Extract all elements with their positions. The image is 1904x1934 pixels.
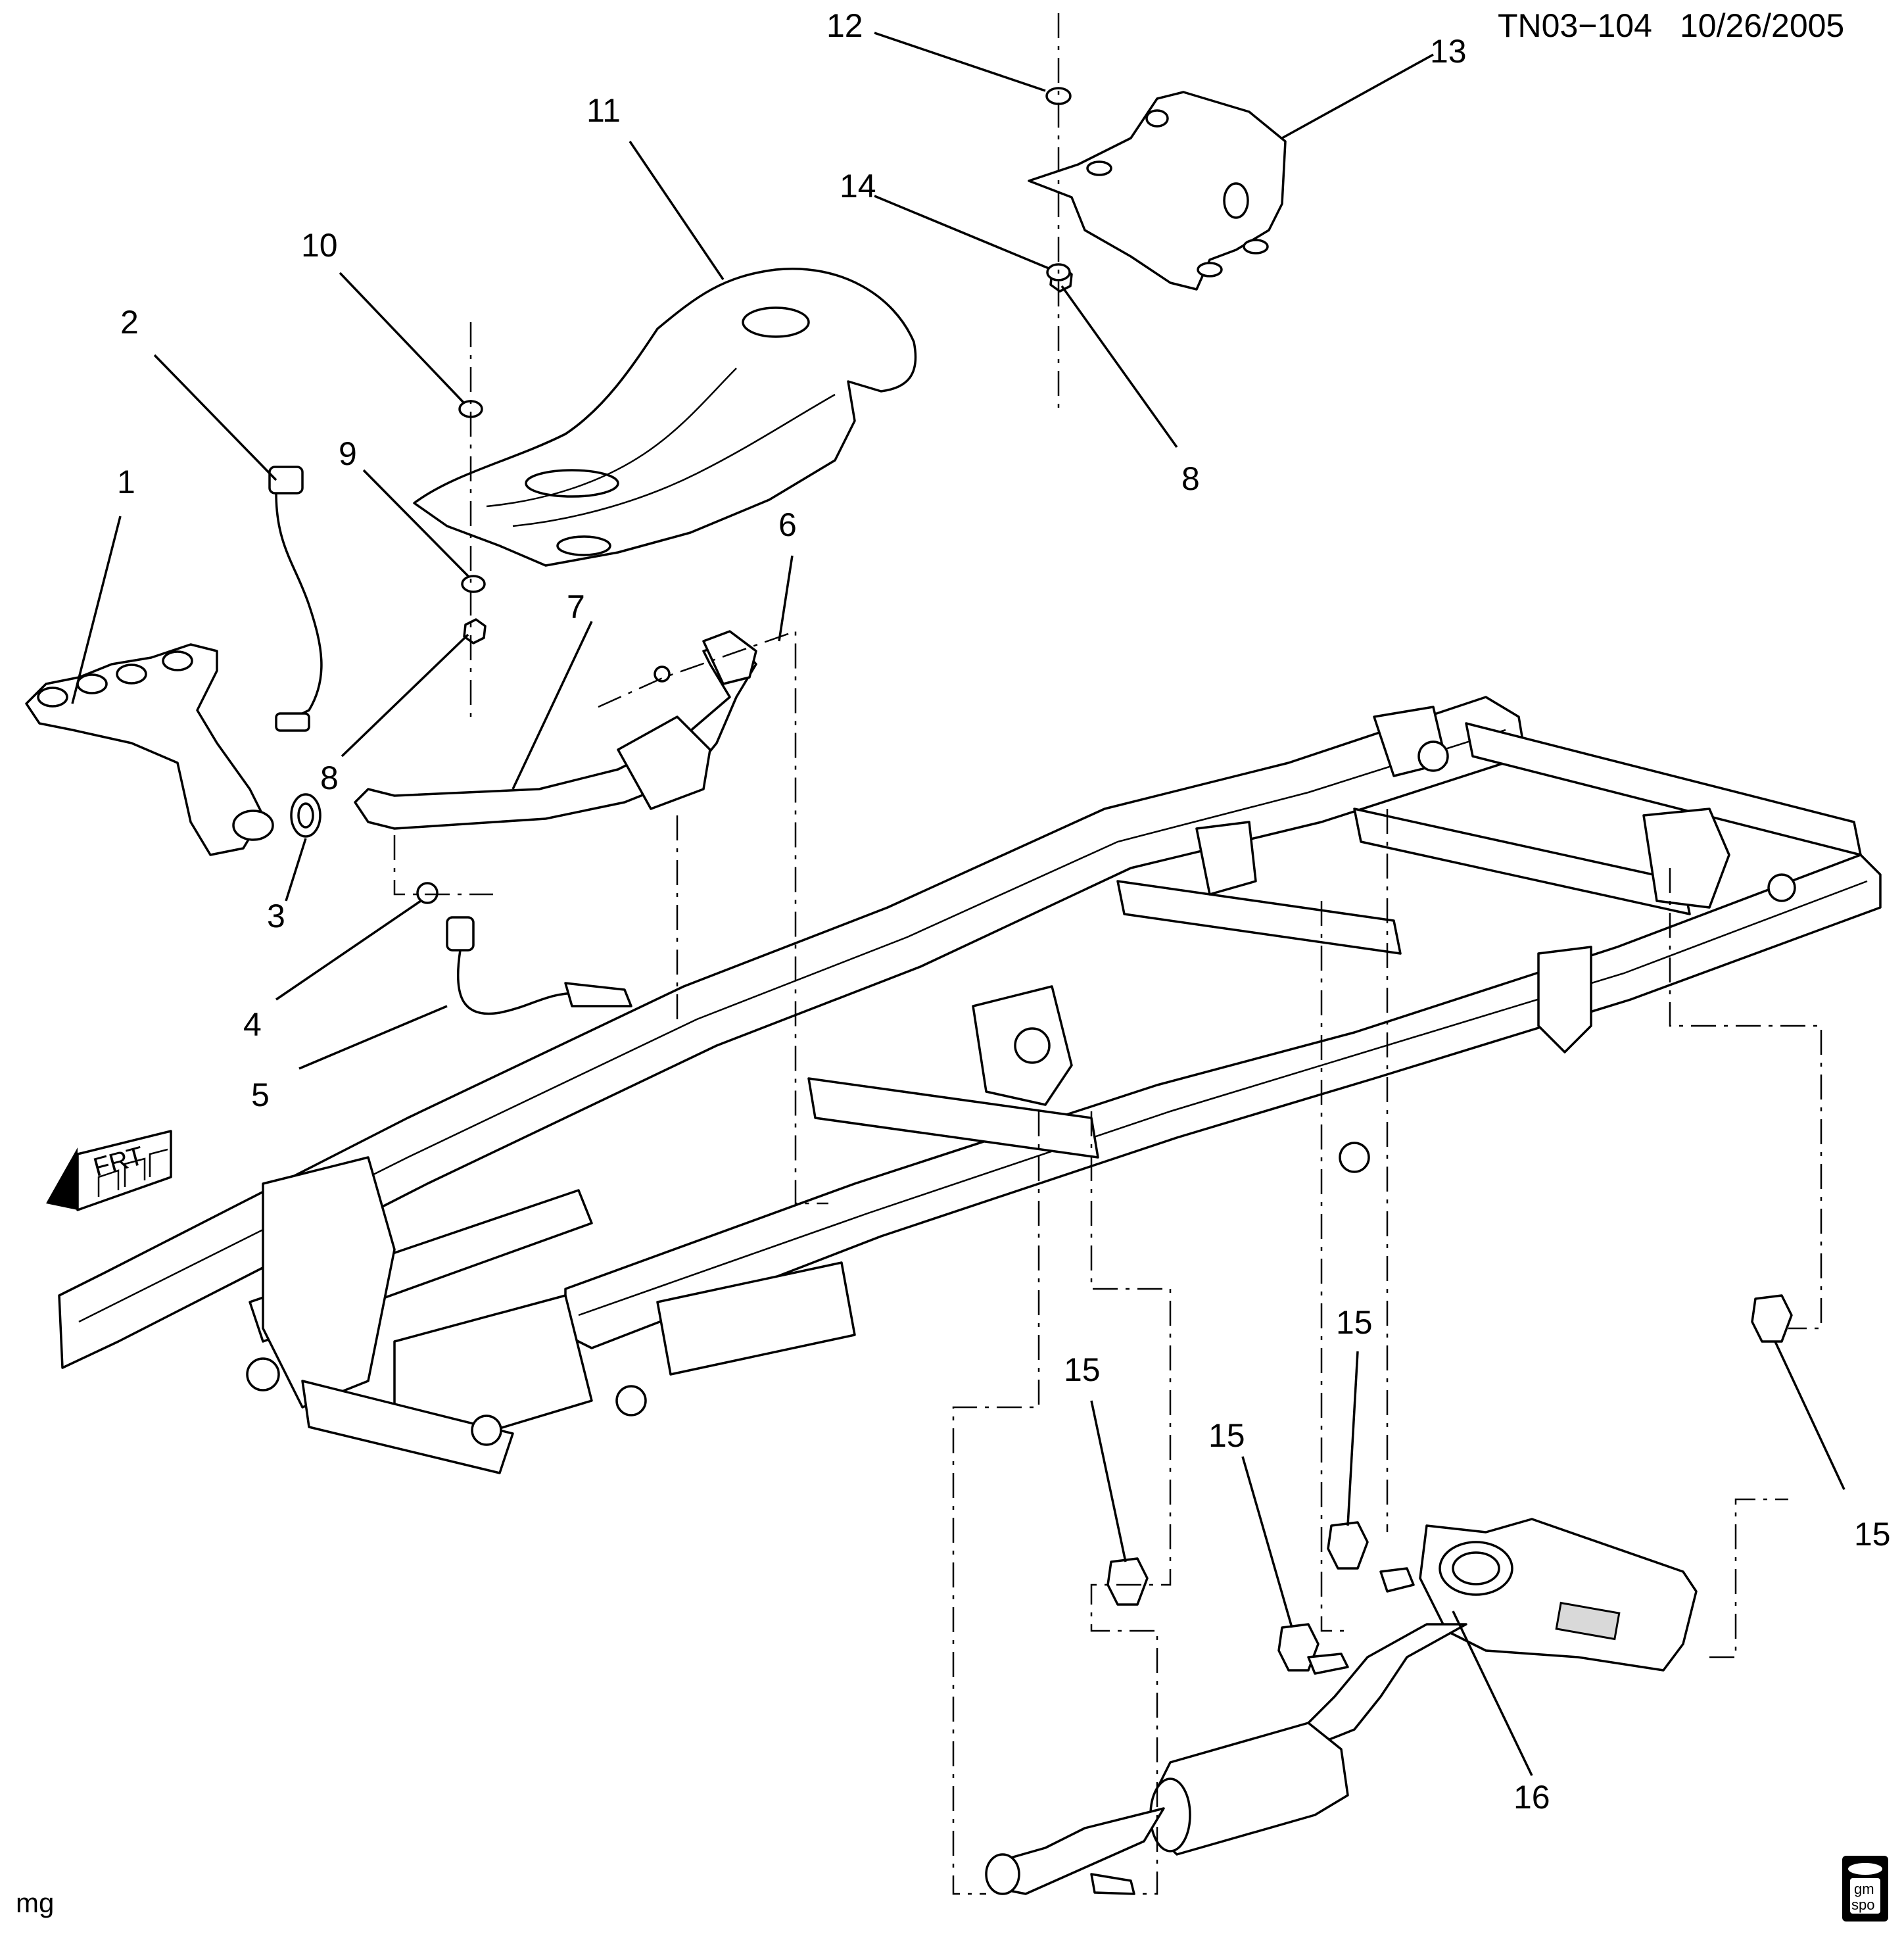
drawing-id: TN03−104 bbox=[1498, 7, 1652, 44]
exhaust-manifold bbox=[25, 643, 274, 856]
callout-16: 16 bbox=[1513, 1779, 1550, 1816]
hanger-d bbox=[1751, 1294, 1793, 1343]
callout-4: 4 bbox=[243, 1006, 262, 1043]
vehicle-frame bbox=[58, 696, 1882, 1474]
callout-15c: 15 bbox=[1208, 1417, 1245, 1454]
callout-13: 13 bbox=[1430, 33, 1467, 70]
muffler-assembly bbox=[985, 1518, 1698, 1895]
callout-7: 7 bbox=[567, 589, 585, 625]
callout-8b: 8 bbox=[1181, 460, 1200, 497]
gasket bbox=[290, 793, 321, 838]
catalytic-converter-pipe bbox=[354, 630, 757, 830]
leader-lines bbox=[71, 32, 1845, 1776]
callout-14: 14 bbox=[840, 168, 876, 205]
hanger-b bbox=[1327, 1521, 1369, 1570]
nut-part-8a bbox=[463, 618, 487, 644]
hanger-a bbox=[1107, 1557, 1149, 1606]
callout-12: 12 bbox=[826, 7, 863, 44]
callout-9: 9 bbox=[339, 435, 357, 472]
logo-text-gm: gm bbox=[1854, 1881, 1874, 1897]
callout-11: 11 bbox=[586, 92, 621, 129]
front-direction-arrow: FRT bbox=[46, 1130, 172, 1211]
drawing-date: 10/26/2005 bbox=[1680, 7, 1844, 44]
callout-8a: 8 bbox=[320, 760, 339, 796]
callout-2: 2 bbox=[120, 304, 139, 341]
oxygen-sensor-downstream bbox=[446, 916, 632, 1015]
assembly-lines bbox=[393, 13, 1822, 1895]
nut-part-4 bbox=[416, 882, 439, 904]
callout-15a: 15 bbox=[1064, 1351, 1101, 1388]
callout-10: 10 bbox=[301, 227, 338, 264]
oxygen-sensor-upstream bbox=[268, 466, 323, 732]
callout-1: 1 bbox=[117, 464, 135, 500]
callout-numbers: 1 2 3 4 5 6 7 8 8 9 10 11 12 13 14 15 15… bbox=[117, 7, 1891, 1816]
callout-15d: 15 bbox=[1854, 1516, 1891, 1553]
washer-part-9 bbox=[461, 575, 486, 593]
nut-part-6 bbox=[654, 665, 671, 683]
callout-15b: 15 bbox=[1336, 1304, 1373, 1341]
callout-5: 5 bbox=[251, 1076, 270, 1113]
washer-part-12 bbox=[1045, 87, 1072, 105]
logo-text-spo: spo bbox=[1851, 1897, 1874, 1913]
callout-3: 3 bbox=[267, 898, 285, 934]
heat-shield-front bbox=[413, 268, 917, 567]
heat-shield-rear bbox=[1028, 91, 1287, 291]
callout-6: 6 bbox=[778, 506, 797, 543]
front-arrow-icon bbox=[46, 1148, 78, 1210]
artist-tag: mg bbox=[16, 1887, 54, 1918]
gm-spo-logo: gm spo bbox=[1842, 1856, 1888, 1922]
